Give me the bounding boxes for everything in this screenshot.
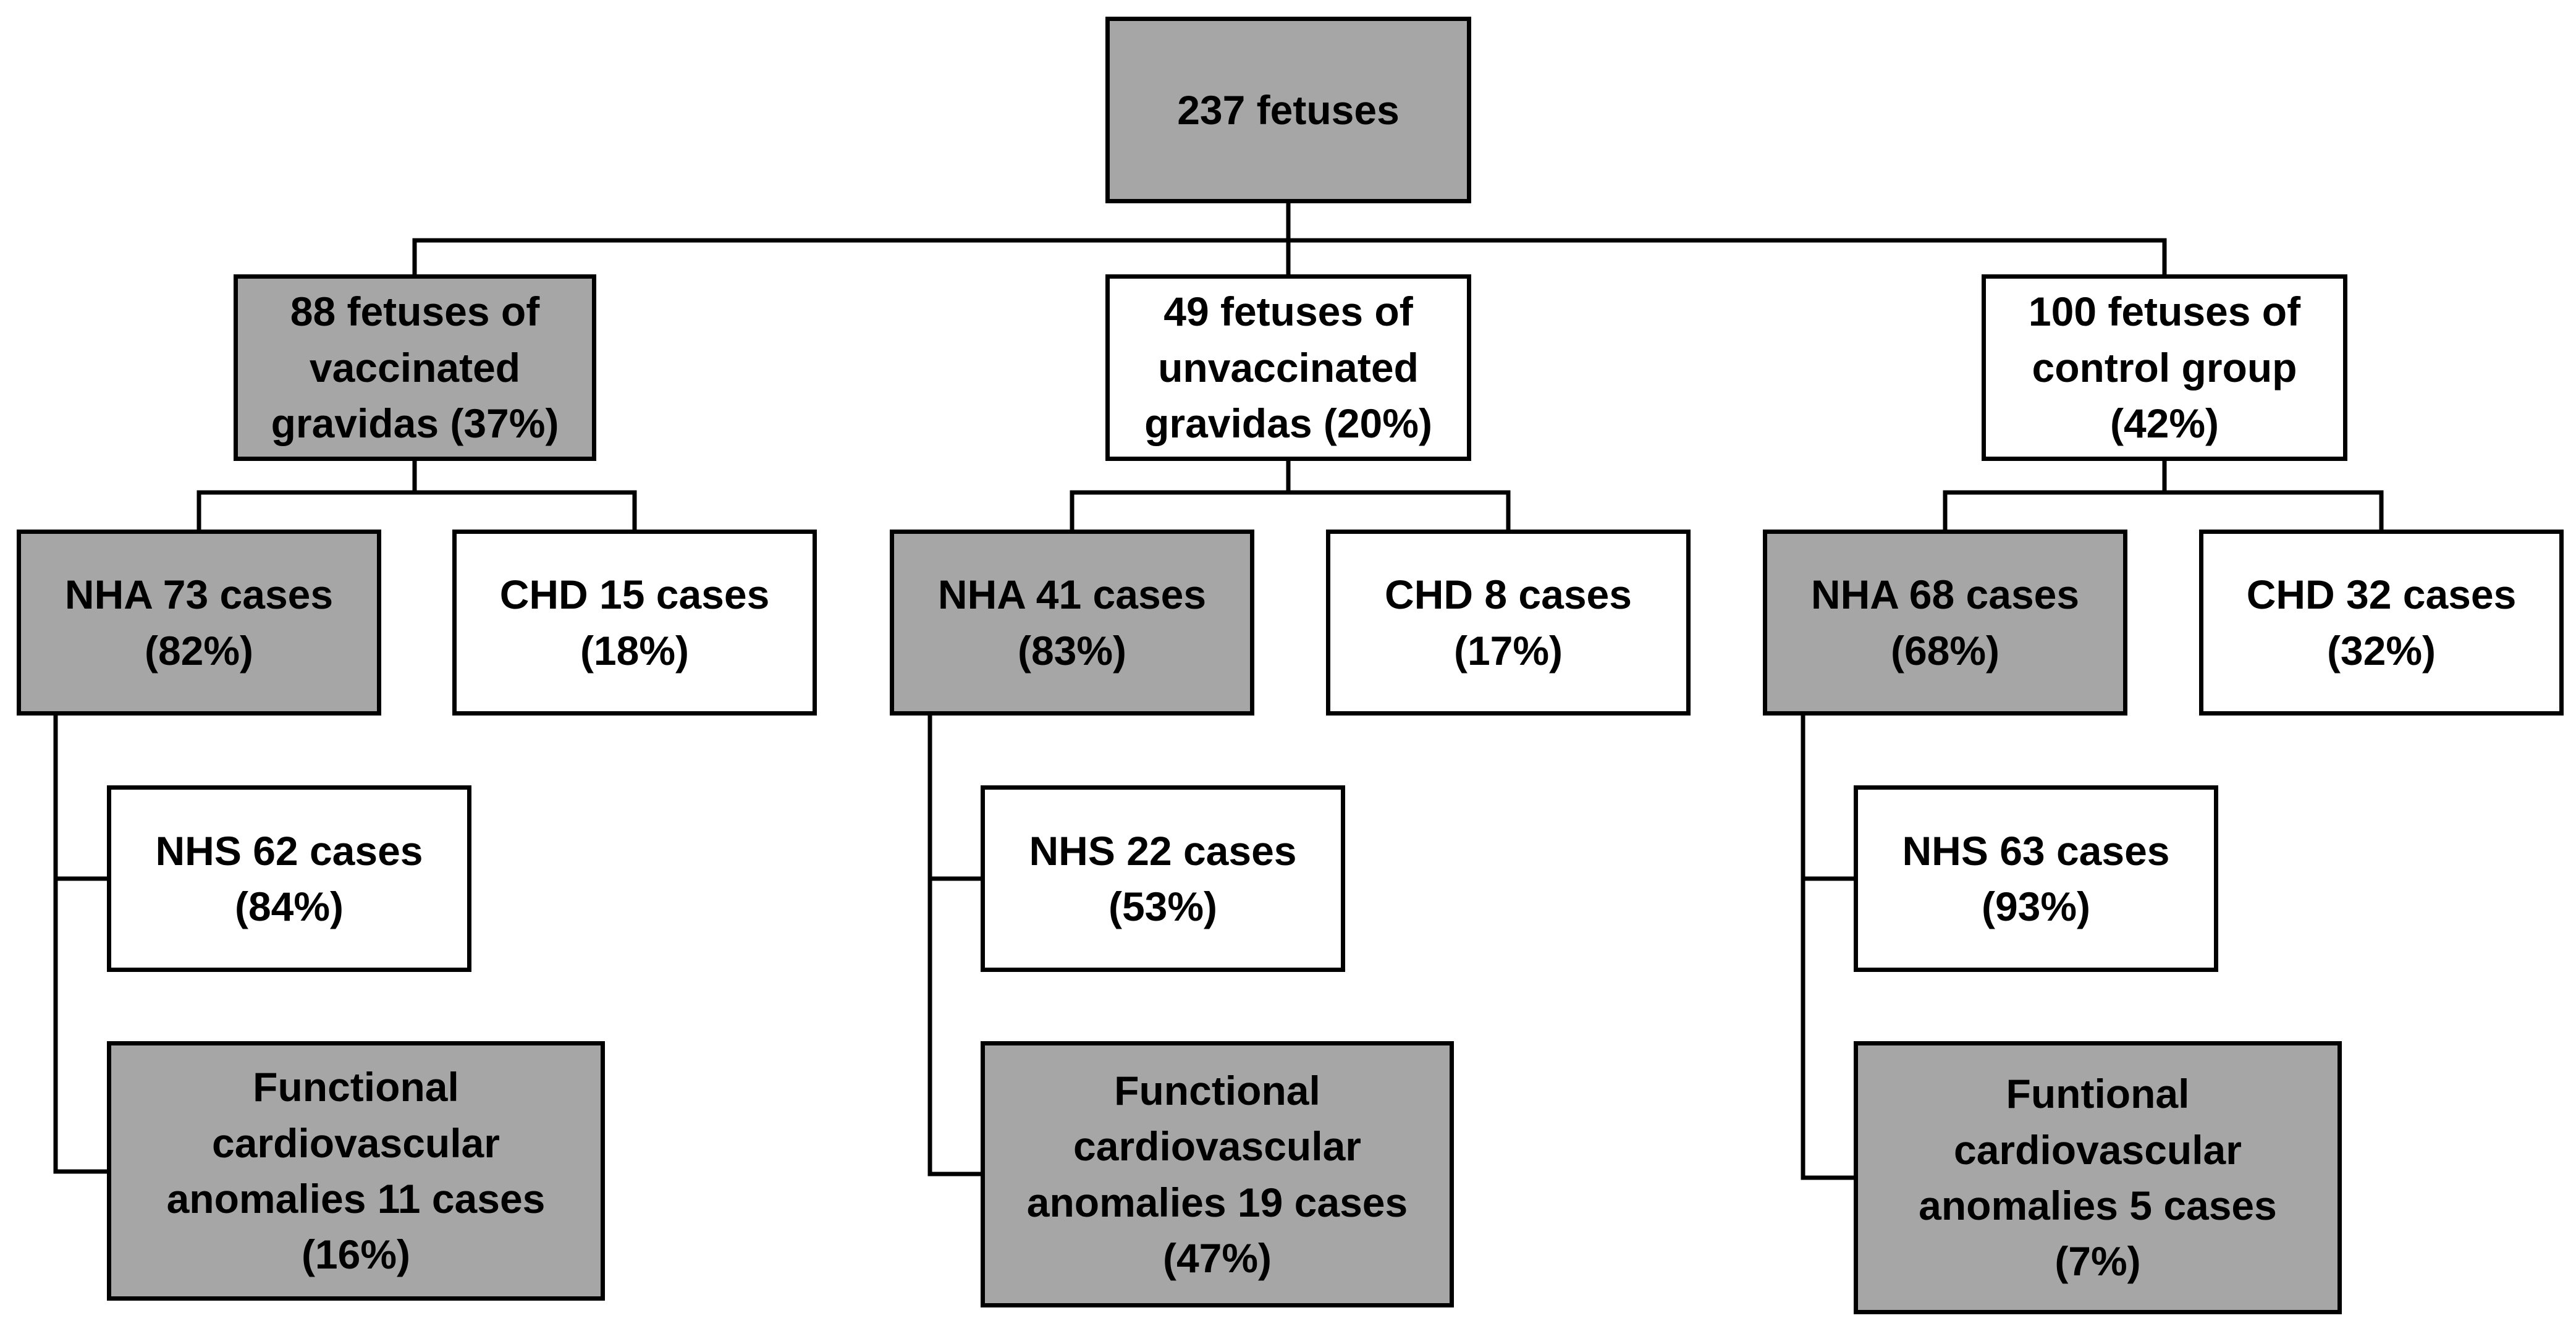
group-control-box: 100 fetuses of control group (42%) bbox=[1982, 274, 2347, 461]
functional-vaccinated-label: Functional cardiovascular anomalies 11 c… bbox=[166, 1064, 546, 1278]
group-unvaccinated-box: 49 fetuses of unvaccinated gravidas (20%… bbox=[1105, 274, 1471, 461]
root-label: 237 fetuses bbox=[1177, 87, 1400, 133]
nhs-unvaccinated-label: NHS 22 cases (53%) bbox=[1029, 827, 1297, 929]
nhs-vaccinated-label: NHS 62 cases (84%) bbox=[155, 827, 423, 929]
group-unvaccinated-label: 49 fetuses of unvaccinated gravidas (20%… bbox=[1144, 289, 1432, 447]
nha-unvaccinated-label: NHA 41 cases (83%) bbox=[937, 572, 1207, 674]
nhs-control-label: NHS 63 cases (93%) bbox=[1902, 827, 2170, 929]
nhs-control-box: NHS 63 cases (93%) bbox=[1854, 785, 2218, 972]
functional-control-label: Funtional cardiovascular anomalies 5 cas… bbox=[1919, 1071, 2277, 1285]
nha-vaccinated-box: NHA 73 cases (82%) bbox=[17, 530, 381, 716]
group-control-label: 100 fetuses of control group (42%) bbox=[2028, 289, 2301, 447]
functional-unvaccinated-label: Functional cardiovascular anomalies 19 c… bbox=[1026, 1067, 1408, 1281]
nha-unvaccinated-box: NHA 41 cases (83%) bbox=[890, 530, 1254, 716]
chd-control-label: CHD 32 cases (32%) bbox=[2246, 572, 2517, 674]
functional-vaccinated-box: Functional cardiovascular anomalies 11 c… bbox=[107, 1041, 605, 1301]
functional-control-box: Funtional cardiovascular anomalies 5 cas… bbox=[1854, 1041, 2342, 1314]
chd-unvaccinated-box: CHD 8 cases (17%) bbox=[1326, 530, 1691, 716]
group-vaccinated-label: 88 fetuses of vaccinated gravidas (37%) bbox=[271, 289, 559, 447]
functional-unvaccinated-box: Functional cardiovascular anomalies 19 c… bbox=[981, 1041, 1454, 1307]
nhs-unvaccinated-box: NHS 22 cases (53%) bbox=[981, 785, 1345, 972]
root-box: 237 fetuses bbox=[1105, 17, 1471, 203]
nhs-vaccinated-box: NHS 62 cases (84%) bbox=[107, 785, 471, 972]
nha-control-box: NHA 68 cases (68%) bbox=[1763, 530, 2127, 716]
chd-vaccinated-box: CHD 15 cases (18%) bbox=[452, 530, 817, 716]
nha-vaccinated-label: NHA 73 cases (82%) bbox=[64, 572, 334, 674]
nha-control-label: NHA 68 cases (68%) bbox=[1810, 572, 2080, 674]
chd-vaccinated-label: CHD 15 cases (18%) bbox=[499, 572, 770, 674]
chd-control-box: CHD 32 cases (32%) bbox=[2199, 530, 2564, 716]
chd-unvaccinated-label: CHD 8 cases (17%) bbox=[1385, 572, 1632, 674]
group-vaccinated-box: 88 fetuses of vaccinated gravidas (37%) bbox=[234, 274, 596, 461]
